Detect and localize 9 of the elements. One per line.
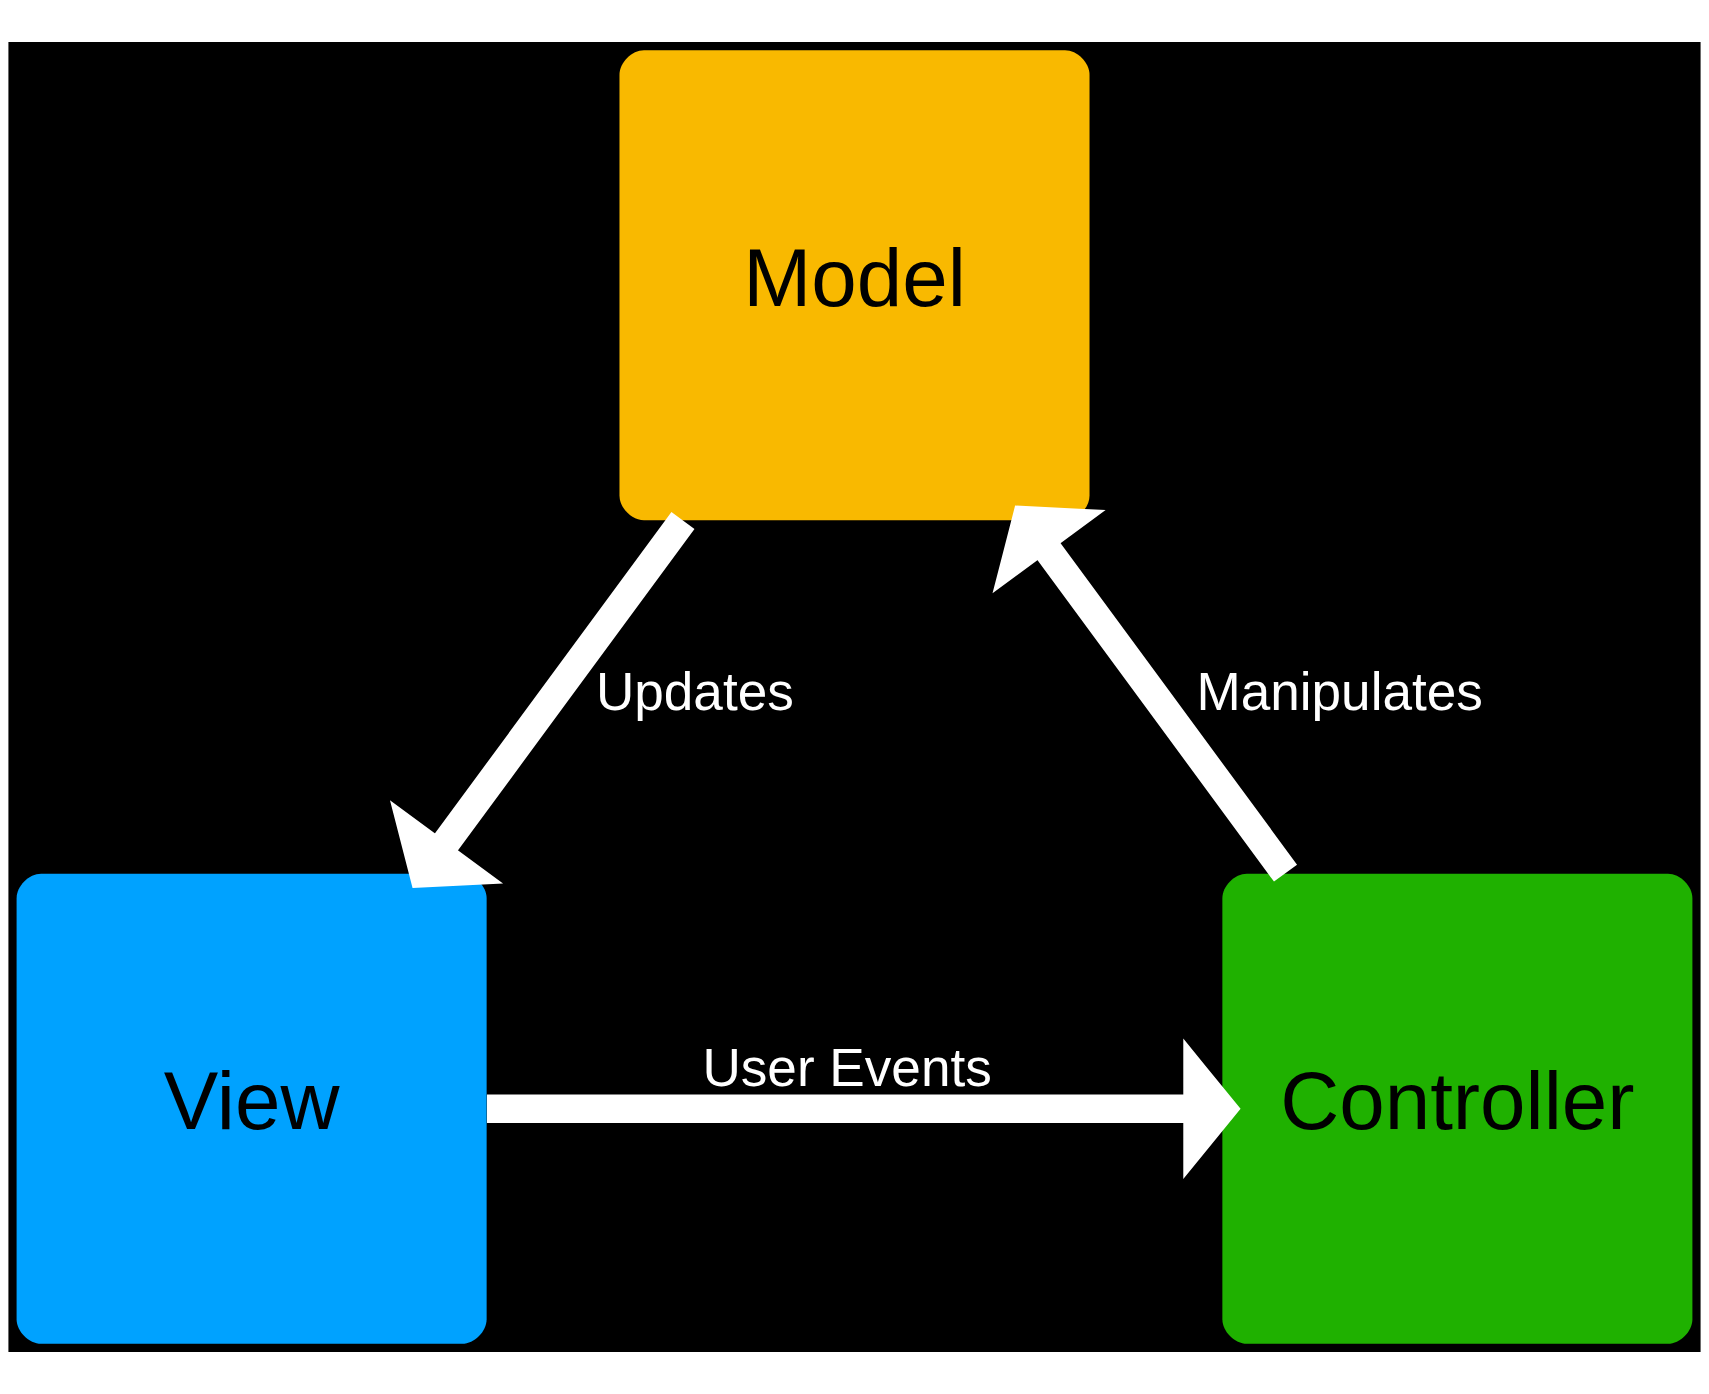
node-box: Controller	[1222, 873, 1693, 1344]
node-box: Model	[619, 50, 1090, 521]
arrow	[486, 1038, 1241, 1179]
edge-label: Manipulates	[1196, 661, 1483, 721]
edge-label: User Events	[702, 1037, 992, 1097]
edge-label: Updates	[595, 661, 794, 721]
node-box: View	[16, 873, 487, 1344]
arrow	[992, 505, 1298, 882]
arrow	[389, 511, 695, 888]
